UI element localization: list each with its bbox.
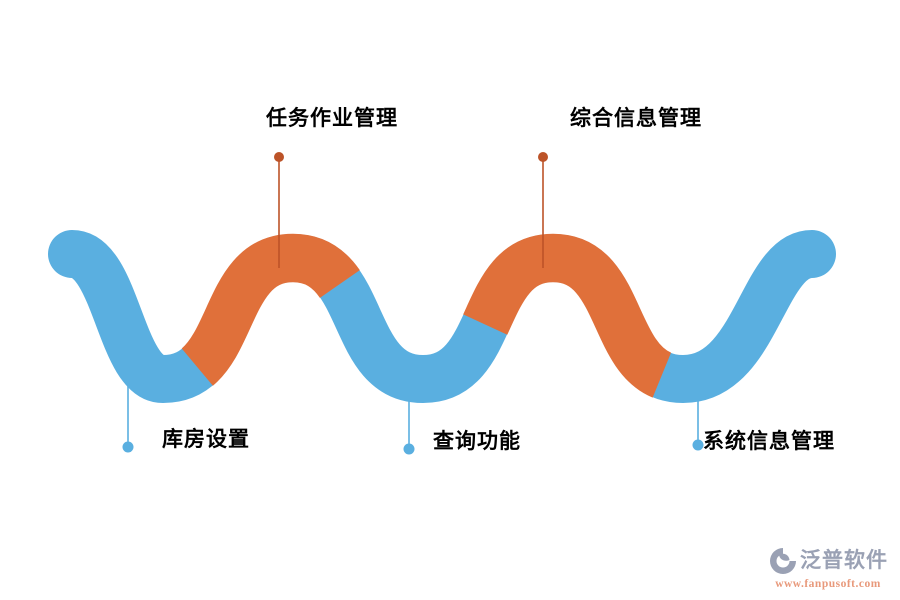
node-label-renwu: 任务作业管理 [266,106,398,130]
pointer-chaxun [403,390,415,455]
fanpu-logo-icon [770,547,796,574]
brand-watermark: 泛普软件 www.fanpusoft.com [768,546,888,591]
pointer-xitong [692,395,704,451]
pointer-dot-kufang [122,441,134,453]
pointer-renwu [274,152,284,268]
pointer-dot-chaxun [403,443,415,455]
pointer-dot-zonghe [538,152,548,162]
wave-tube-blue [48,230,836,404]
node-label-chaxun: 查询功能 [433,429,521,453]
node-label-xitong: 系统信息管理 [703,429,835,453]
node-label-zonghe: 综合信息管理 [570,106,702,130]
pointer-dot-renwu [274,152,284,162]
pointer-kufang [122,385,134,453]
pointer-dot-xitong [692,439,704,451]
brand-website: www.fanpusoft.com [775,577,881,590]
brand-name: 泛普软件 [800,548,888,572]
pointer-zonghe [538,152,548,268]
node-label-kufang: 库房设置 [162,427,250,451]
